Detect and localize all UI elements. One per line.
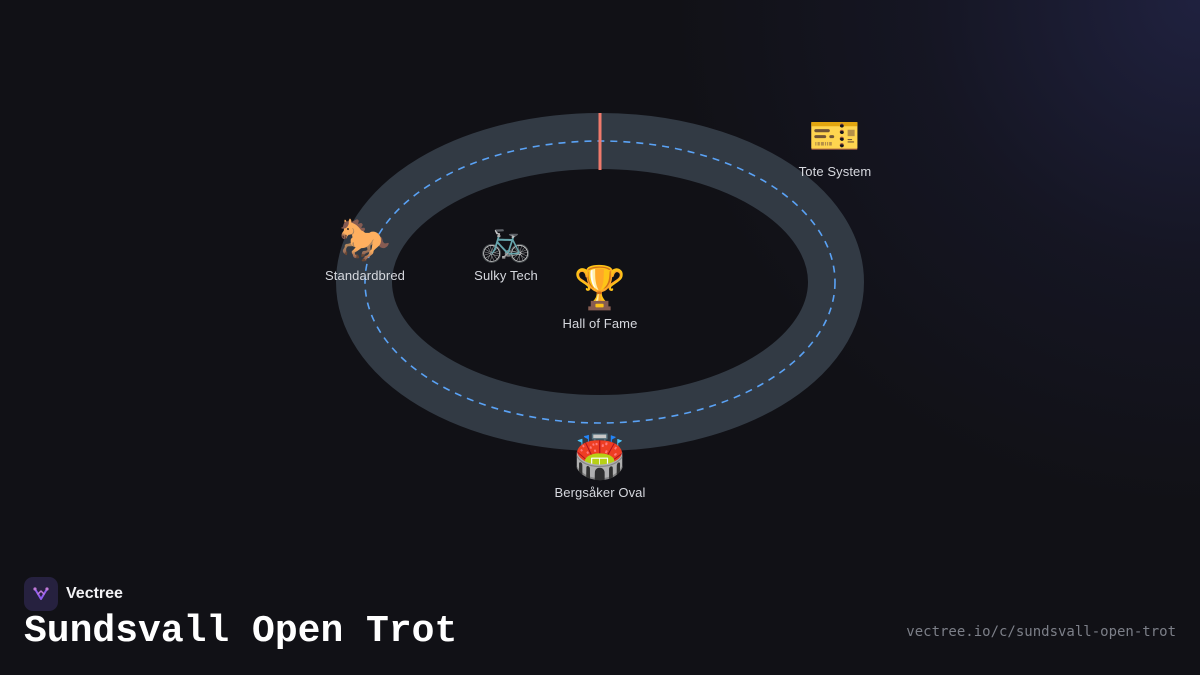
share-url[interactable]: vectree.io/c/sundsvall-open-trot (906, 624, 1176, 640)
node-sulky-tech[interactable]: 🚲 Sulky Tech (426, 216, 586, 283)
node-label: Hall of Fame (562, 316, 638, 331)
horse-icon: 🐎 (338, 216, 392, 263)
node-label: Tote System (798, 164, 872, 179)
ticket-icon: 🎫 (808, 112, 862, 159)
bicycle-icon: 🚲 (479, 216, 533, 263)
node-hall-of-fame[interactable]: 🏆 Hall of Fame (520, 264, 680, 331)
brand[interactable]: Vectree (24, 577, 123, 611)
node-standardbred[interactable]: 🐎 Standardbred (285, 216, 445, 283)
trophy-icon: 🏆 (573, 264, 627, 311)
node-label: Bergsåker Oval (554, 485, 646, 500)
node-tote-system[interactable]: 🎫 Tote System (755, 112, 915, 179)
node-bergsaker-oval[interactable]: 🏟️ Bergsåker Oval (520, 433, 680, 500)
page-title: Sundsvall Open Trot (24, 610, 458, 653)
brand-name: Vectree (66, 585, 123, 602)
vectree-logo-icon (24, 577, 58, 611)
node-label: Sulky Tech (474, 268, 538, 283)
node-label: Standardbred (325, 268, 405, 283)
logo-mark (33, 587, 49, 600)
stadium-icon: 🏟️ (573, 433, 627, 480)
